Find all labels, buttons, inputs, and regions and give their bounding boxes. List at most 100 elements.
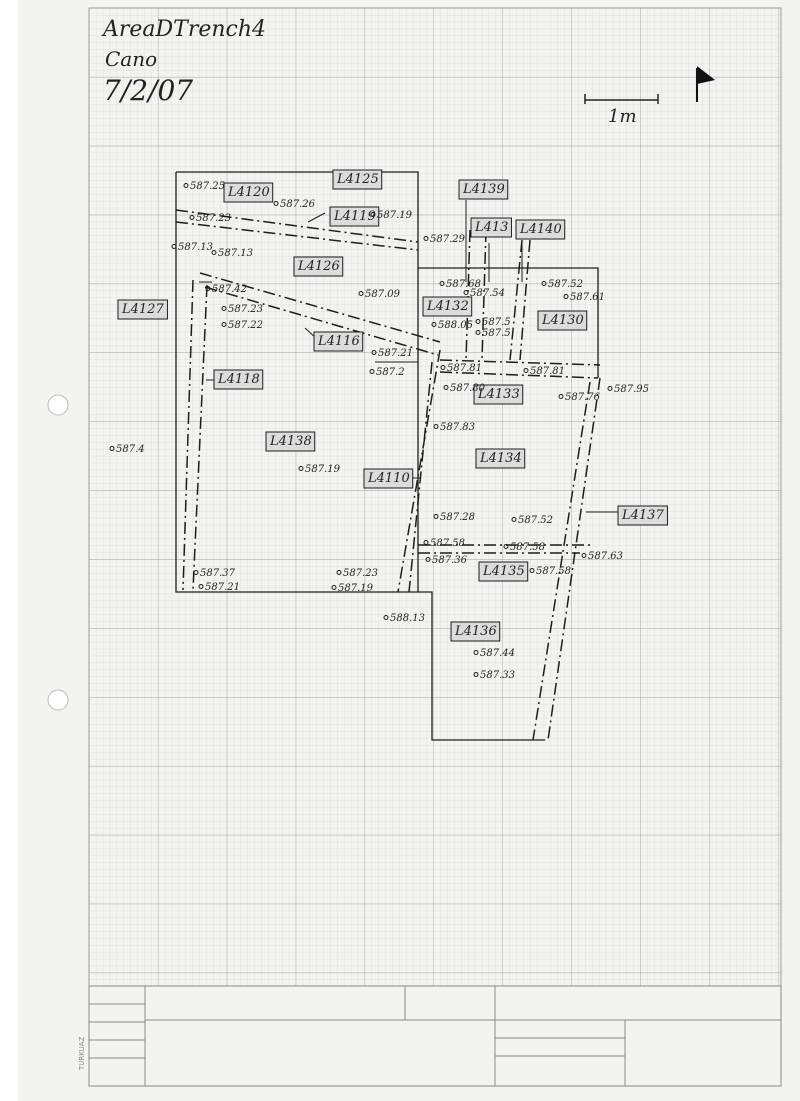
locus-box-l4132 — [422, 296, 473, 317]
elevation-point-e40 — [383, 615, 389, 620]
elevation-e12: 587.68 — [446, 279, 481, 290]
elevation-e26: 587.4 — [116, 444, 145, 455]
elevation-e13: 587.54 — [470, 288, 505, 299]
elevation-point-e27 — [433, 424, 439, 429]
elevation-e40: 588.13 — [390, 613, 425, 624]
elevation-e39: 587.19 — [338, 583, 374, 594]
elevation-point-e8 — [358, 291, 364, 296]
locus-box-l4116 — [313, 331, 364, 352]
locus-box-l4137 — [617, 505, 668, 526]
locus-label-l4125: L4125 — [336, 172, 379, 187]
elevation-e31: 587.58 — [430, 538, 465, 549]
locus-box-l4110 — [363, 468, 414, 489]
elevation-point-e42 — [473, 672, 479, 677]
locus-label-l4130: L4130 — [541, 313, 584, 328]
graph-grid — [88, 7, 782, 987]
elevation-point-e12 — [439, 281, 445, 286]
elevation-point-e16 — [431, 322, 437, 327]
locus-box-l4126 — [293, 256, 344, 277]
elevation-e35: 587.63 — [588, 551, 623, 562]
north-arrow-icon — [696, 66, 715, 102]
scale-label: 1m — [608, 106, 637, 127]
elevation-point-e26 — [109, 446, 115, 451]
elevation-point-e17 — [475, 319, 481, 324]
elevation-point-e22 — [523, 368, 529, 373]
elevation-e38: 587.23 — [343, 568, 378, 579]
elevation-point-e9 — [205, 286, 211, 291]
locus-label-l4126: L4126 — [297, 259, 340, 274]
elevation-point-e23 — [443, 385, 449, 390]
elevation-point-e1 — [183, 183, 189, 188]
elevation-e17: 587.5 — [482, 317, 511, 328]
elevation-point-e4 — [370, 212, 376, 217]
header-title: AreaDTrench4 — [101, 17, 266, 42]
locus-label-l4120: L4120 — [227, 185, 270, 200]
header-date: 7/2/07 — [103, 74, 193, 107]
elevation-point-e37 — [198, 584, 204, 589]
elevation-e24: 587.76 — [565, 392, 601, 403]
elevation-e22: 587.81 — [530, 366, 565, 377]
elevation-point-e2 — [273, 201, 279, 206]
elevation-e18: 587.5 — [482, 328, 511, 339]
binder-hole-top — [47, 394, 69, 416]
elevation-e4: 587.19 — [377, 210, 413, 221]
locus-box-l4133 — [473, 384, 524, 405]
elevation-point-e35 — [581, 553, 587, 558]
elevation-e3: 587.23 — [196, 213, 231, 224]
elevation-e34: 587.58 — [536, 566, 571, 577]
elevation-e11: 587.22 — [228, 320, 263, 331]
elevation-e21: 587.81 — [447, 363, 482, 374]
locus-box-l4130 — [537, 310, 588, 331]
locus-label-l4133: L4133 — [477, 387, 520, 402]
elevation-e14: 587.52 — [548, 279, 583, 290]
locus-label-l4127: L4127 — [121, 302, 164, 317]
elevation-point-e10 — [221, 306, 227, 311]
locus-label-l4131: L413 — [474, 220, 508, 235]
elevation-e30: 587.52 — [518, 515, 553, 526]
elevation-point-e7 — [211, 250, 217, 255]
elevation-point-e33 — [425, 557, 431, 562]
elevation-e32: 587.58 — [510, 542, 545, 553]
title-block — [88, 985, 782, 1087]
header-excavator: Cano — [105, 47, 157, 71]
locus-label-l4138: L4138 — [269, 434, 312, 449]
elevation-point-e18 — [475, 330, 481, 335]
paper-brand: TURKUAZ — [78, 1036, 86, 1071]
locus-box-l4139 — [458, 179, 509, 200]
elevation-point-e38 — [336, 570, 342, 575]
locus-label-l4136: L4136 — [454, 624, 497, 639]
elevation-point-e19 — [371, 350, 377, 355]
elevation-e42: 587.33 — [480, 670, 515, 681]
locus-box-l4119 — [329, 206, 380, 227]
locus-label-l4139: L4139 — [462, 182, 505, 197]
elevation-point-e24 — [558, 394, 564, 399]
locus-box-l4131 — [470, 217, 512, 238]
locus-label-l4134: L4134 — [479, 451, 522, 466]
elevation-point-e3 — [189, 215, 195, 220]
elevation-point-e31 — [423, 540, 429, 545]
locus-label-l4118: L4118 — [217, 372, 260, 387]
elevation-point-e15 — [563, 294, 569, 299]
elevation-point-e25 — [607, 386, 613, 391]
locus-box-l4135 — [478, 561, 529, 582]
elevation-e23: 587.80 — [450, 383, 486, 394]
locus-label-l4116: L4116 — [317, 334, 360, 349]
elevation-e9: 587.42 — [212, 284, 247, 295]
locus-box-l4138 — [265, 431, 316, 452]
elevation-point-e36 — [193, 570, 199, 575]
locus-label-l4110: L4110 — [367, 471, 410, 486]
elevation-point-e41 — [473, 650, 479, 655]
elevation-e8: 587.09 — [365, 289, 401, 300]
elevation-e1: 587.25 — [190, 181, 225, 192]
locus-box-l4118 — [213, 369, 264, 390]
elevation-point-e32 — [503, 544, 509, 549]
locus-box-l4136 — [450, 621, 501, 642]
elevation-e25: 587.95 — [614, 384, 649, 395]
elevation-e16: 588.05 — [438, 320, 473, 331]
elevation-point-e34 — [529, 568, 535, 573]
elevation-point-e20 — [369, 369, 375, 374]
elevation-e15: 587.61 — [570, 292, 605, 303]
elevation-e6: 587.13 — [178, 242, 213, 253]
